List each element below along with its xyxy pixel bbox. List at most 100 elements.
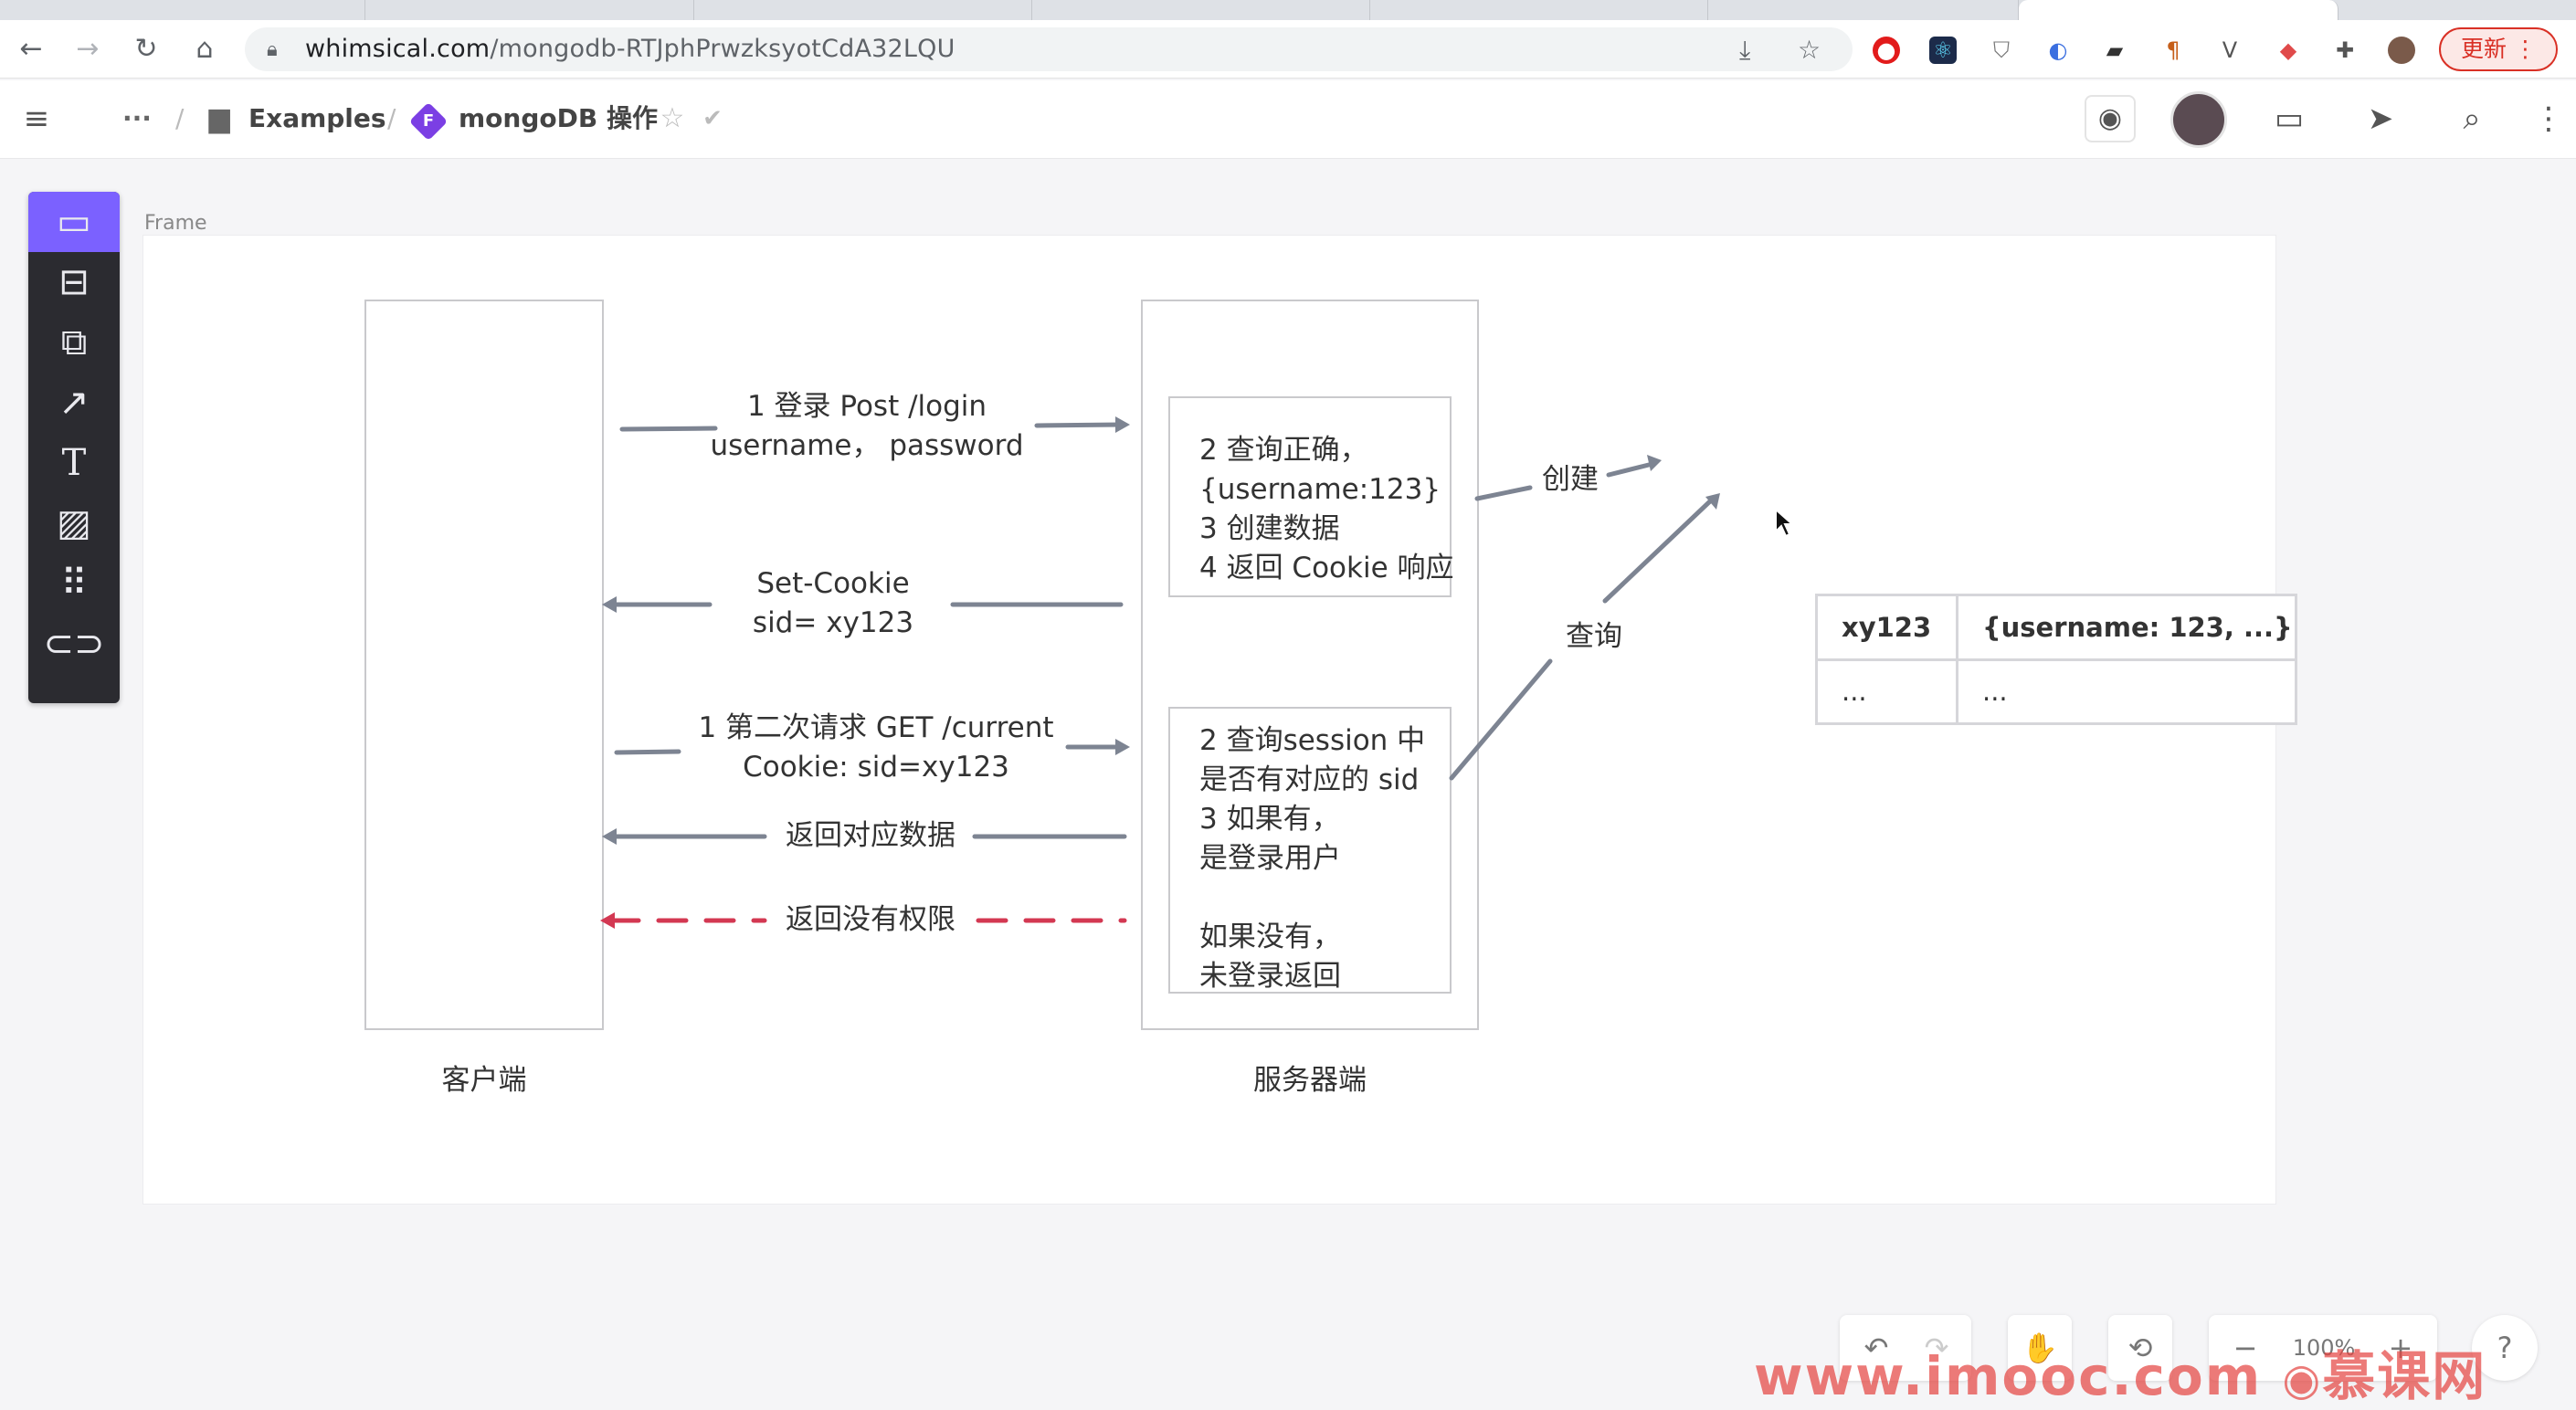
browser-toolbar: ← → ↻ ⌂ 🔒︎ whimsical.com/mongodb-RTJphPr… [0,20,2576,79]
app-header: ≡ ··· / ▆ Examples / F mongoDB 操作 ☆ ✔ ◉ … [0,80,2576,159]
puzzle-icon[interactable]: ✚ [2335,37,2355,63]
arrow-tool-icon[interactable]: ↗ [58,382,90,424]
mouse-cursor [1775,508,1795,538]
create-arrow-label[interactable]: 创建 [1542,463,1599,496]
server-step-text-2[interactable]: 2 查询session 中 是否有对应的 sid 3 如果有， 是登录用户 如果… [1199,724,1426,993]
address-bar[interactable]: 🔒︎ whimsical.com/mongodb-RTJphPrwzksyotC… [245,27,1853,71]
wireframe-tool-icon[interactable]: ⧉ [60,321,88,363]
table-cell[interactable]: ... [1815,658,1958,725]
zoom-level[interactable]: 100% [2292,1335,2356,1361]
login-arrow-head[interactable] [1034,422,1124,428]
share-icon[interactable]: ➤ [2367,100,2394,137]
url-text: whimsical.com/mongodb-RTJphPrwzksyotCdA3… [305,35,955,64]
client-box[interactable] [364,300,604,1030]
breadcrumb-folder[interactable]: Examples [248,103,386,133]
text-tool-icon[interactable]: T [61,442,87,484]
browser-tab[interactable] [0,0,365,20]
query-arrow-head[interactable] [1602,498,1714,604]
image-tool-icon[interactable]: ▨ [57,502,91,544]
bookmark-star-icon[interactable]: ☆ [1798,35,1821,65]
query-arrow-tail[interactable] [1449,658,1553,781]
extension-icon[interactable]: ● [1873,37,1900,64]
server-step-box-1[interactable] [1168,396,1452,597]
star-icon[interactable]: ☆ [660,102,685,134]
more-menu-icon[interactable]: ⋮ [2533,100,2564,137]
table-row: ... ... [1815,658,2297,725]
update-button[interactable]: 更新 ⋮ [2439,27,2558,71]
doc-title[interactable]: mongoDB 操作 [459,103,658,133]
update-label: 更新 [2461,36,2507,62]
server-step-box-2[interactable] [1168,707,1452,994]
server-step-text-1[interactable]: 2 查询正确， {username:123} 3 创建数据 4 返回 Cooki… [1199,434,1454,584]
arrowhead [600,912,615,929]
tool-palette: ▭ ⊟ ⧉ ↗ T ▨ ⠿ ⊂⊃ [28,192,120,703]
watermark-brand: 慕课网 [2322,1345,2487,1407]
query-arrow-label[interactable]: 查询 [1566,620,1622,653]
browser-tab[interactable] [694,0,1032,20]
browser-tab-active[interactable] [2019,0,2338,20]
react-devtools-icon[interactable]: ⚛ [1929,37,1957,64]
user-avatar[interactable] [2170,91,2227,148]
paragraph-icon[interactable]: ¶ [2166,37,2180,63]
table-cell[interactable]: {username: 123, ...} [1956,594,2297,661]
vue-icon[interactable]: V [2222,37,2238,63]
second-request-arrow-label[interactable]: 1 第二次请求 GET /current Cookie: sid=xy123 [698,711,1054,784]
table-cell[interactable]: xy123 [1815,594,1958,661]
redo-icon[interactable]: ↷ [1924,1331,1949,1365]
browser-tab[interactable] [365,0,694,20]
back-icon[interactable]: ← [19,33,43,65]
home-icon[interactable]: ⌂ [195,33,214,65]
doc-type-letter: F [422,111,435,131]
session-table[interactable]: xy123 {username: 123, ...} ... ... [1815,594,2297,725]
arrowhead [1647,455,1662,471]
shield-icon[interactable]: ⛉ [1993,37,2010,63]
pan-hand-icon[interactable]: ✋ [2008,1315,2072,1381]
breadcrumb-more[interactable]: ··· [122,103,152,133]
frame-label[interactable]: Frame [144,212,207,235]
profile-avatar[interactable] [2388,37,2415,64]
extension-icon[interactable]: ▰ [2106,37,2124,63]
undo-icon[interactable]: ↶ [1863,1331,1889,1365]
version-history-icon[interactable]: ⟲ [2108,1315,2172,1381]
extension-icon[interactable]: ◆ [2279,37,2297,63]
zoom-out-icon[interactable]: − [2233,1331,2258,1365]
browser-tab[interactable] [1032,0,1370,20]
comment-icon[interactable]: ▭ [2274,100,2305,137]
forward-icon[interactable]: → [76,33,100,65]
zoom-in-icon[interactable]: + [2388,1331,2413,1365]
watermark-url: www.imooc.com [1754,1345,2263,1407]
lock-icon: 🔒︎ [267,38,278,61]
breadcrumb-separator: / [387,103,396,133]
login-arrow-label[interactable]: 1 登录 Post /login username， password [710,390,1024,462]
browser-tab[interactable] [1708,0,2019,20]
login-arrow-tail[interactable] [619,426,718,432]
history-controls: ↶ ↷ [1840,1315,1971,1381]
create-arrow-head[interactable] [1606,461,1655,478]
presentation-icon[interactable]: ◉ [2085,95,2136,142]
watermark: www.imooc.com ◉慕课网 [1754,1333,2486,1410]
flowchart-tool-icon[interactable]: ⊟ [58,261,90,303]
grid-tool-icon[interactable]: ⠿ [60,563,88,605]
return-data-arrow-label[interactable]: 返回对应数据 [786,819,955,852]
client-label[interactable]: 客户端 [441,1064,527,1097]
browser-tab[interactable] [1370,0,1708,20]
verified-icon[interactable]: ✔ [702,105,723,132]
reload-icon[interactable]: ↻ [134,33,158,65]
search-icon[interactable]: ⌕ [2463,100,2481,137]
table-cell[interactable]: ... [1956,658,2297,725]
extension-icon[interactable]: ◐ [2048,37,2068,63]
canvas-frame[interactable]: 1 登录 Post /login username， password Set-… [143,236,2297,1204]
arrowhead [602,596,617,613]
create-arrow-tail[interactable] [1474,485,1533,501]
setcookie-arrow-label[interactable]: Set-Cookie sid= xy123 [752,567,914,639]
no-permission-arrow-label[interactable]: 返回没有权限 [786,903,955,936]
browser-tab-strip [0,0,2576,20]
sidebar-toggle-icon[interactable]: ≡ [23,100,50,137]
install-app-icon[interactable]: ⤓ [1739,35,1751,65]
link-tool-icon[interactable]: ⊂⊃ [43,623,105,665]
frame-tool-icon[interactable]: ▭ [28,192,120,252]
breadcrumb-separator: / [175,103,185,133]
server-label[interactable]: 服务器端 [1253,1064,1367,1097]
arrowhead [1115,739,1130,755]
help-button[interactable]: ? [2472,1315,2538,1381]
